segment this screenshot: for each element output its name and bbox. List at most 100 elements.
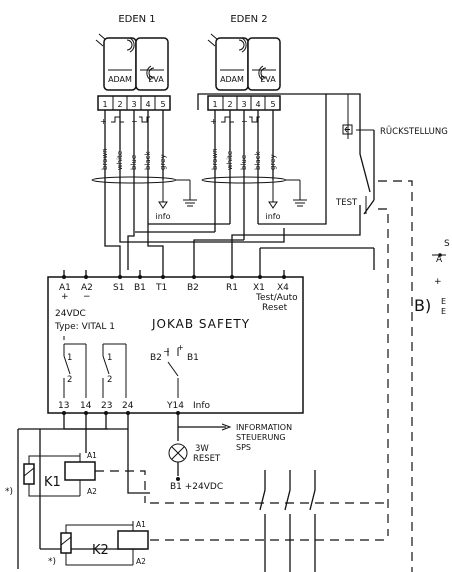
footnote-mark: *) — [5, 487, 13, 497]
pin-number: 5 — [160, 100, 165, 109]
terminal-label: B1 — [134, 283, 146, 293]
sensor-title: EDEN 1 — [118, 14, 155, 25]
cutoff-text: E — [441, 297, 446, 306]
minus-symbol: − — [83, 292, 91, 302]
contact-number: 2 — [67, 375, 72, 385]
coil-a1: A1 — [87, 451, 97, 460]
terminal-label: 13 — [58, 401, 69, 411]
sensor-title: EDEN 2 — [230, 14, 267, 25]
adam-unit — [215, 37, 249, 91]
wire-color-label: black — [144, 150, 152, 170]
k2-label: K2 — [92, 543, 109, 558]
plus-symbol: + — [61, 292, 69, 302]
test-pushbutton: TEST — [335, 196, 367, 214]
cutoff-text: + — [434, 277, 442, 287]
wire-color-label: white — [226, 151, 234, 170]
contactor-k1: A1 A2 K1 *) — [5, 451, 146, 503]
reset-pushbutton: RÜCKSTELLUNG — [342, 124, 448, 137]
info-contact — [167, 348, 179, 398]
pin-number: 1 — [212, 100, 217, 109]
brand-label: JOKAB SAFETY — [151, 317, 250, 331]
test-label: TEST — [335, 198, 358, 208]
arrow-icon — [221, 423, 232, 431]
cutoff-text: S — [444, 239, 450, 249]
pulse-icon — [221, 116, 234, 123]
b2-label: B2 — [150, 353, 162, 363]
wire-color-label: blue — [130, 155, 138, 170]
plus-symbol: + — [210, 117, 217, 126]
relay-housing — [47, 276, 304, 414]
supply-voltage: 24VDC — [55, 309, 86, 319]
pin-number: 5 — [270, 100, 275, 109]
b1-label: B1 — [187, 353, 199, 363]
unit-label: ADAM — [108, 75, 132, 84]
wire-color-label: brown — [211, 148, 219, 170]
pin-number: 3 — [241, 100, 246, 109]
terminal-label: A1 — [59, 283, 71, 293]
minus-symbol: − — [163, 347, 170, 356]
info-label: info — [265, 212, 280, 221]
contact-number: 2 — [107, 375, 112, 385]
info-output-line: SPS — [236, 443, 251, 452]
wire-color-label: blue — [240, 155, 248, 170]
signal-waves-icon — [146, 65, 155, 81]
unit-label: ADAM — [220, 75, 244, 84]
unit-label: EVA — [148, 75, 164, 84]
lamp-power: 3W — [195, 444, 209, 454]
terminal-label: S1 — [113, 283, 124, 293]
contactor-k2: A1 A2 K2 *) — [48, 520, 149, 567]
wire-color-label: white — [116, 151, 124, 170]
pin-number: 4 — [255, 100, 260, 109]
unit-label: EVA — [260, 75, 276, 84]
terminal-label: Y14 — [166, 401, 184, 411]
interconnect-wiring — [104, 93, 375, 270]
terminal-label: X1 — [253, 283, 265, 293]
pin-number: 1 — [102, 100, 107, 109]
coil-a1: A1 — [136, 520, 146, 529]
info-output-line: STEUERUNG — [236, 433, 286, 442]
pin-number: 3 — [131, 100, 136, 109]
wire-color-label: grey — [269, 154, 277, 170]
pulse-icon — [111, 116, 124, 123]
signal-waves-icon — [258, 65, 267, 81]
output-wiring: INFORMATION STEUERUNG SPS 3W RESET B1 +2… — [17, 413, 292, 569]
terminal-label: 23 — [101, 401, 112, 411]
terminal-label: 14 — [80, 401, 92, 411]
eva-unit — [247, 37, 281, 91]
cutoff-text: E — [441, 307, 446, 316]
coil-a2: A2 — [87, 487, 97, 496]
adam-unit — [103, 37, 137, 91]
signal-waves-icon — [238, 37, 247, 53]
lamp-reset: RESET — [193, 454, 221, 464]
wire-color-label: grey — [159, 154, 167, 170]
wire-color-label: black — [254, 150, 262, 170]
eva-unit — [135, 37, 169, 91]
plus-symbol: + — [177, 343, 184, 352]
info-label: info — [155, 212, 170, 221]
reset-label-small: Reset — [262, 303, 288, 313]
test-auto-label: Test/Auto — [255, 293, 298, 303]
sensor-eden-2: EDEN 2 ADAM EVA 1 2 3 4 5 + − brown whit… — [201, 14, 307, 240]
plus-symbol: + — [100, 117, 107, 126]
safety-relay-vital-1: A1 A2 S1 B1 T1 B2 R1 X1 X4 + − Test/Auto… — [47, 270, 304, 415]
terminal-label: T1 — [155, 283, 167, 293]
terminal-label: A2 — [81, 283, 93, 293]
cutoff-text: A — [436, 255, 443, 265]
signal-waves-icon — [126, 37, 135, 53]
coil-a2: A2 — [136, 557, 146, 566]
mechanical-link — [378, 180, 413, 572]
mechanical-link — [378, 208, 389, 536]
terminal-label: B2 — [187, 283, 199, 293]
sensor-eden-1: EDEN 1 ADAM EVA 1 2 3 4 5 + − brown whit… — [91, 14, 197, 221]
section-b-label: B) — [414, 296, 431, 315]
main-contacts — [259, 470, 316, 572]
pin-number: 2 — [117, 100, 122, 109]
wire-color-label: brown — [101, 148, 109, 170]
info-output-line: INFORMATION — [236, 423, 292, 432]
contact-number: 1 — [107, 353, 112, 363]
supply-label: B1 +24VDC — [170, 482, 223, 492]
terminal-label: X4 — [277, 283, 289, 293]
relay-type: Type: VITAL 1 — [54, 322, 115, 332]
contact-number: 1 — [67, 353, 72, 363]
